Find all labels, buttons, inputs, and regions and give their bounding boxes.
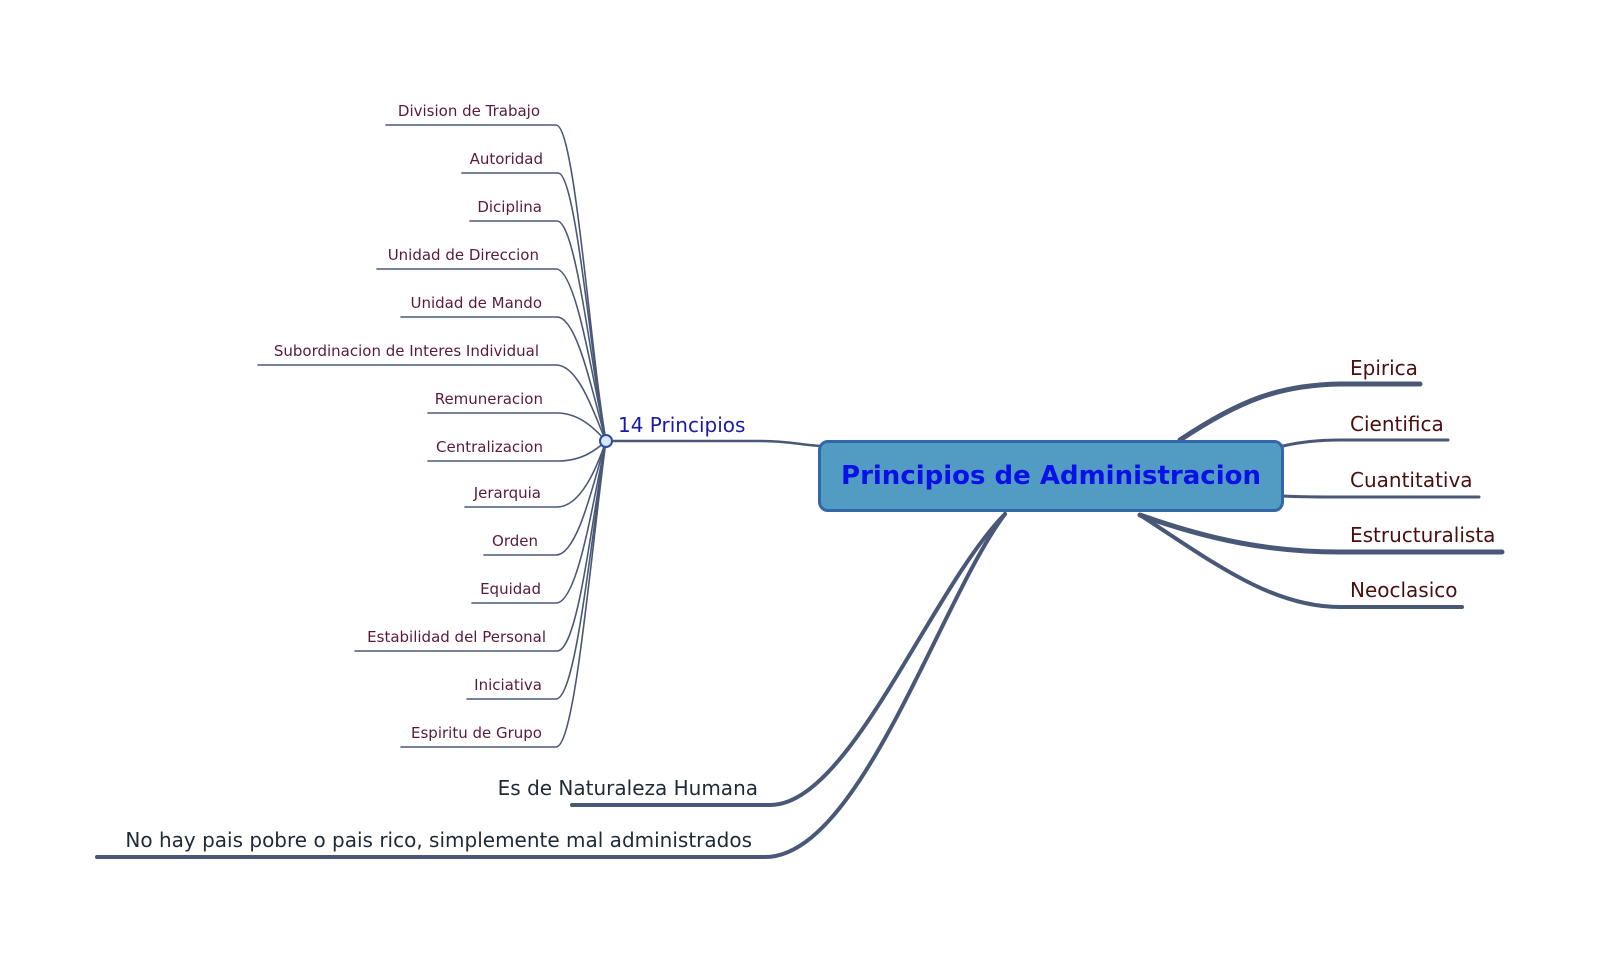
principios-topic[interactable]: 14 Principios (618, 413, 746, 437)
central-topic-label: Principios de Administracion (841, 461, 1261, 491)
leaf-orden[interactable]: Orden (492, 532, 538, 550)
leaf-jerarquia[interactable]: Jerarquia (473, 484, 541, 502)
leaf-espiritu-de-grupo[interactable]: Espiritu de Grupo (411, 724, 542, 742)
leaf-unidad-de-direccion[interactable]: Unidad de Direccion (387, 246, 539, 264)
branch-naturaleza-humana[interactable]: Es de Naturaleza Humana (497, 776, 758, 800)
leaf-iniciativa[interactable]: Iniciativa (474, 676, 542, 694)
branch-estructuralista[interactable]: Estructuralista (1350, 523, 1496, 547)
leaf-subordinacion[interactable]: Subordinacion de Interes Individual (273, 342, 539, 360)
branch-epirica[interactable]: Epirica (1350, 356, 1418, 380)
branch-cuantitativa[interactable]: Cuantitativa (1350, 468, 1473, 492)
branch-pais-pobre-rico[interactable]: No hay pais pobre o pais rico, simplemen… (125, 828, 752, 852)
leaf-autoridad[interactable]: Autoridad (469, 150, 543, 168)
leaf-equidad[interactable]: Equidad (480, 580, 541, 598)
leaf-division-de-trabajo[interactable]: Division de Trabajo (397, 102, 540, 120)
hub-node (599, 434, 613, 448)
central-topic[interactable]: Principios de Administracion (818, 440, 1284, 512)
branch-neoclasico[interactable]: Neoclasico (1350, 578, 1458, 602)
leaf-diciplina[interactable]: Diciplina (477, 198, 542, 216)
leaf-remuneracion[interactable]: Remuneracion (434, 390, 543, 408)
leaf-estabilidad-del-personal[interactable]: Estabilidad del Personal (367, 628, 546, 646)
leaf-centralizacion[interactable]: Centralizacion (436, 438, 543, 456)
branch-cientifica[interactable]: Cientifica (1350, 412, 1444, 436)
leaf-unidad-de-mando[interactable]: Unidad de Mando (410, 294, 542, 312)
